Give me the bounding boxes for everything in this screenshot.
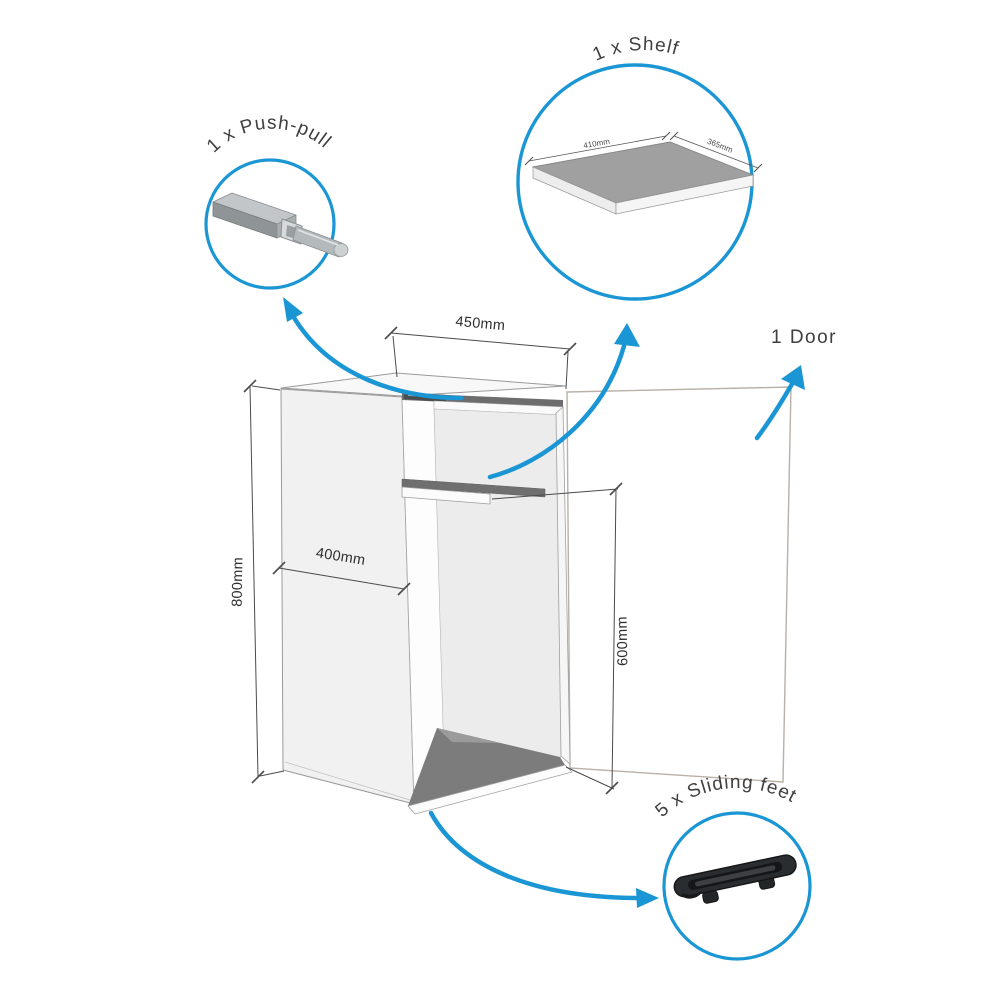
push-pull-label: 1 x Push-pull [203, 113, 334, 157]
dimension-internal-height [491, 482, 623, 795]
door-label: 1 Door [771, 327, 837, 348]
arrowhead-shelf [614, 323, 640, 347]
arrow-to-door [754, 381, 795, 441]
cabinet-left-panel [280, 388, 415, 805]
svg-text:1 x Shelf: 1 x Shelf [590, 34, 682, 66]
sliding-foot-part [673, 854, 797, 904]
arrowhead-door [781, 365, 805, 390]
callout-shelf: 1 x Shelf 410mm 365mm [516, 34, 763, 301]
arrowheads [283, 297, 805, 908]
internal-shelf [401, 478, 546, 498]
dimension-overall-width [384, 326, 577, 390]
cabinet-floor [408, 728, 565, 806]
arrow-to-shelf [487, 343, 627, 480]
arrow-to-pushpull [290, 313, 464, 401]
callout-sliding-feet: 5 x Sliding feet [651, 772, 812, 961]
cabinet-interior [433, 408, 564, 798]
dimension-internal-width [272, 561, 411, 596]
dimension-lines [243, 326, 623, 795]
callout-push-pull: 1 x Push-pull [203, 113, 349, 290]
callout-arrows [290, 313, 795, 901]
push-pull-part [212, 192, 349, 258]
arrow-to-feet [428, 810, 643, 901]
dimension-overall-height [243, 379, 285, 784]
dim-overall-height-label: 800mm [230, 557, 247, 607]
shelf-part: 410mm 365mm [524, 131, 763, 215]
dim-internal-width-label: 400mm [315, 545, 367, 569]
arrowhead-feet [636, 888, 659, 908]
dim-overall-width-label: 450mm [455, 314, 506, 334]
shelf-label: 1 x Shelf [590, 34, 681, 66]
door-outline [566, 386, 792, 783]
arrowhead-pushpull [283, 297, 303, 322]
dim-internal-height-label: 600mm [615, 616, 632, 666]
cabinet-carcass [280, 372, 573, 815]
svg-text:1 x Push-pull: 1 x Push-pull [203, 113, 335, 157]
